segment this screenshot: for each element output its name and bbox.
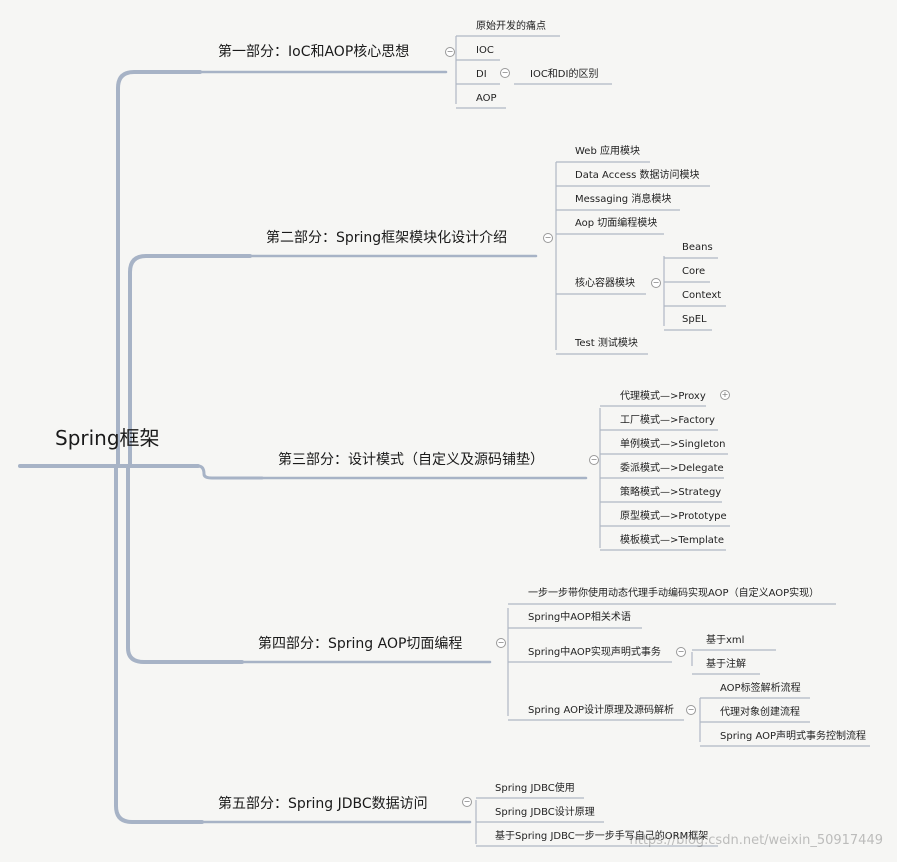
section-3-title[interactable]: 第三部分：设计模式（自定义及源码铺垫） [278,452,544,468]
section-1-title[interactable]: 第一部分：IoC和AOP核心思想 [218,44,410,60]
leaf-node[interactable]: Context [682,290,722,301]
leaf-node[interactable]: 原型模式—>Prototype [620,511,727,522]
leaf-node[interactable]: IOC [476,45,494,56]
leaf-node[interactable]: DI [476,69,487,80]
leaf-node[interactable]: Spring中AOP相关术语 [528,612,631,623]
leaf-node[interactable]: 模板模式—>Template [620,535,725,546]
leaf-node[interactable]: Spring JDBC设计原理 [495,807,595,818]
collapse-icon[interactable]: − [500,68,510,78]
collapse-icon[interactable]: − [651,278,661,288]
collapse-icon[interactable]: − [686,705,696,715]
leaf-node[interactable]: 单例模式—>Singleton [620,439,726,450]
leaf-node[interactable]: Web 应用模块 [575,146,640,157]
collapse-icon[interactable]: − [445,47,455,57]
leaf-node[interactable]: 基于注解 [706,659,746,670]
leaf-node[interactable]: 基于xml [706,635,745,646]
leaf-node[interactable]: 一步一步带你使用动态代理手动编码实现AOP（自定义AOP实现） [528,588,820,599]
section-5-title[interactable]: 第五部分：Spring JDBC数据访问 [218,796,428,812]
leaf-node[interactable]: 核心容器模块 [575,278,635,289]
leaf-node[interactable]: 委派模式—>Delegate [620,463,724,474]
root-topic[interactable]: Spring框架 [55,426,160,450]
leaf-node[interactable]: AOP标签解析流程 [720,683,801,694]
collapse-icon[interactable]: − [462,797,472,807]
watermark: https://blog.csdn.net/weixin_50917449 [629,833,883,848]
collapse-icon[interactable]: − [589,455,599,465]
leaf-node[interactable]: 代理对象创建流程 [720,707,800,718]
leaf-node[interactable]: IOC和DI的区别 [530,69,599,80]
leaf-node[interactable]: AOP [476,93,497,104]
leaf-node[interactable]: SpEL [682,314,707,325]
leaf-node[interactable]: Messaging 消息模块 [575,194,672,205]
leaf-node[interactable]: 策略模式—>Strategy [620,487,722,498]
leaf-node[interactable]: Spring AOP声明式事务控制流程 [720,731,867,742]
leaf-node[interactable]: Spring中AOP实现声明式事务 [528,647,661,658]
leaf-node[interactable]: 工厂模式—>Factory [620,415,715,426]
leaf-node[interactable]: Core [682,266,706,277]
expand-icon[interactable]: + [720,390,730,400]
leaf-node[interactable]: 基于Spring JDBC一步一步手写自己的ORM框架 [495,831,709,842]
leaf-node[interactable]: Aop 切面编程模块 [575,218,658,229]
section-4-title[interactable]: 第四部分：Spring AOP切面编程 [258,636,463,652]
leaf-node[interactable]: Spring AOP设计原理及源码解析 [528,705,675,716]
leaf-node[interactable]: Beans [682,242,713,253]
leaf-node[interactable]: 原始开发的痛点 [476,21,546,32]
leaf-node[interactable]: Data Access 数据访问模块 [575,170,700,181]
leaf-node[interactable]: 代理模式—>Proxy [620,391,706,402]
collapse-icon[interactable]: − [543,233,553,243]
section-2-title[interactable]: 第二部分：Spring框架模块化设计介绍 [266,230,508,246]
collapse-icon[interactable]: − [496,638,506,648]
leaf-node[interactable]: Spring JDBC使用 [495,783,575,794]
collapse-icon[interactable]: − [676,647,686,657]
leaf-node[interactable]: Test 测试模块 [575,338,638,349]
